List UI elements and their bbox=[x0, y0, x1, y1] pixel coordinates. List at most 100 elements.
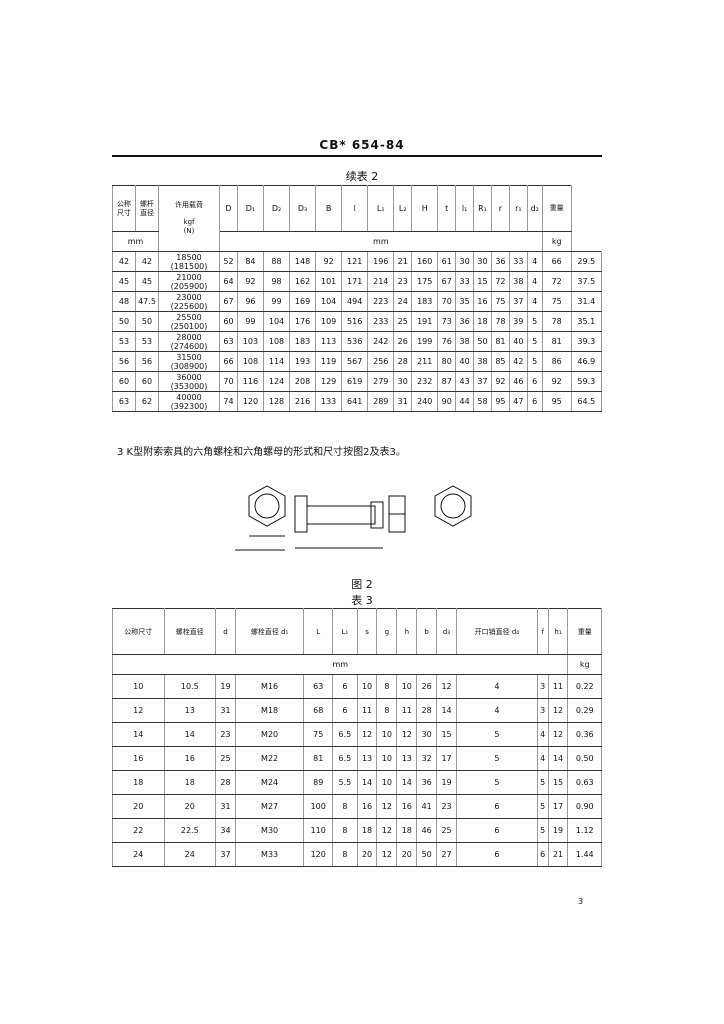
table-cell: 31 bbox=[215, 698, 236, 723]
table-cell: 38 bbox=[508, 271, 528, 292]
table-cell: 75 bbox=[303, 722, 334, 747]
table-cell: 10 bbox=[376, 770, 398, 795]
table-cell: 92 bbox=[541, 371, 572, 392]
table-cell: 87 bbox=[437, 371, 457, 392]
table-cell: 4 bbox=[526, 291, 543, 312]
t3-col-head: h bbox=[396, 608, 418, 655]
table-cell: 176 bbox=[289, 311, 317, 332]
table-cell: 6 bbox=[332, 674, 358, 699]
table-cell: 16 bbox=[163, 746, 217, 771]
table-cell: 37.5 bbox=[570, 271, 603, 292]
table-cell: 8 bbox=[332, 842, 358, 867]
table-cell: 0.50 bbox=[567, 746, 602, 771]
table-cell: 39 bbox=[508, 311, 528, 332]
load-n: (205900) bbox=[170, 281, 208, 291]
load-n: (392300) bbox=[170, 401, 208, 411]
table-cell: 6 bbox=[455, 842, 538, 867]
table-cell: 24 bbox=[393, 291, 413, 312]
table-cell: M27 bbox=[234, 794, 305, 819]
table-cell: 14 bbox=[436, 698, 457, 723]
hex-head-view bbox=[248, 485, 286, 527]
table-cell: 67 bbox=[437, 271, 457, 292]
table-cell: 50 bbox=[112, 311, 136, 332]
table-cell: 3 bbox=[536, 698, 549, 723]
table-cell: 183 bbox=[411, 291, 439, 312]
table-cell: 92 bbox=[490, 371, 510, 392]
table-cell: 89 bbox=[303, 770, 334, 795]
table-cell: 14 bbox=[163, 722, 217, 747]
table-cell: 148 bbox=[289, 251, 317, 272]
table-cell: 5 bbox=[455, 746, 538, 771]
table-cell: 12 bbox=[376, 842, 398, 867]
table-cell: M18 bbox=[234, 698, 305, 723]
table-cell: 70 bbox=[437, 291, 457, 312]
table-cell: 37 bbox=[215, 842, 236, 867]
table-cell: 36 bbox=[455, 311, 475, 332]
t3-unit-mm: mm bbox=[111, 654, 569, 675]
table-cell: 47.5 bbox=[135, 291, 159, 312]
table-cell: 183 bbox=[289, 331, 317, 352]
table-cell: 14 bbox=[396, 770, 418, 795]
table-cell: 199 bbox=[411, 331, 439, 352]
table-cell: 78 bbox=[490, 311, 510, 332]
table-cell: 30 bbox=[455, 251, 475, 272]
table-cell: 28000(274600) bbox=[158, 331, 220, 352]
table-cell: 81 bbox=[490, 331, 510, 352]
load-n: (250100) bbox=[170, 321, 208, 331]
t3-col-head: L₁ bbox=[332, 608, 358, 655]
table-cell: M16 bbox=[234, 674, 305, 699]
table-cell: 18 bbox=[163, 770, 217, 795]
table-cell: 5 bbox=[455, 722, 538, 747]
t2-col-head: D₂ bbox=[262, 185, 291, 232]
table-cell: 85 bbox=[490, 351, 510, 372]
table-cell: 19 bbox=[436, 770, 457, 795]
table-cell: 75 bbox=[490, 291, 510, 312]
table-cell: 12 bbox=[547, 722, 569, 747]
table-cell: 133 bbox=[315, 391, 343, 412]
load-kgf: 40000 bbox=[176, 392, 202, 402]
table-cell: 81 bbox=[541, 331, 572, 352]
table-cell: 4 bbox=[455, 698, 538, 723]
t3-col-head: s bbox=[356, 608, 378, 655]
table-cell: 6 bbox=[455, 818, 538, 843]
table-cell: M20 bbox=[234, 722, 305, 747]
t3-col-head: h₁ bbox=[547, 608, 569, 655]
table-cell: 128 bbox=[262, 391, 291, 412]
table-cell: 75 bbox=[541, 291, 572, 312]
table-cell: 10 bbox=[356, 674, 378, 699]
table-cell: 12 bbox=[547, 698, 569, 723]
table-cell: 99 bbox=[262, 291, 291, 312]
table-cell: 66 bbox=[219, 351, 238, 372]
table-cell: 12 bbox=[396, 722, 418, 747]
table-cell: M33 bbox=[234, 842, 305, 867]
table-cell: 8 bbox=[376, 674, 398, 699]
table-cell: 160 bbox=[411, 251, 439, 272]
table-cell: 8 bbox=[332, 794, 358, 819]
table-cell: 5 bbox=[526, 351, 543, 372]
table-cell: 214 bbox=[367, 271, 395, 292]
nut-front-view bbox=[434, 485, 472, 527]
table-cell: 103 bbox=[236, 331, 264, 352]
load-kgf: 21000 bbox=[176, 272, 202, 282]
table-cell: 39.3 bbox=[570, 331, 603, 352]
table-cell: 5 bbox=[536, 794, 549, 819]
table-cell: 6.5 bbox=[332, 722, 358, 747]
table-cell: 5 bbox=[536, 770, 549, 795]
table2-caption: 续表 2 bbox=[345, 170, 379, 183]
table-cell: 36000(353000) bbox=[158, 371, 220, 392]
table-cell: 208 bbox=[289, 371, 317, 392]
t2-head-load: 许用载荷 kgf (N) bbox=[158, 185, 220, 252]
table-cell: 23000(225600) bbox=[158, 291, 220, 312]
table-cell: 35.1 bbox=[570, 311, 603, 332]
table-cell: 124 bbox=[262, 371, 291, 392]
t2-head-nominal: 公称尺寸 bbox=[112, 185, 136, 232]
t2-col-head: D bbox=[219, 185, 238, 232]
t3-unit-kg: kg bbox=[567, 654, 602, 675]
table-cell: 21 bbox=[393, 251, 413, 272]
t2-col-head: D₃ bbox=[289, 185, 317, 232]
table-cell: 101 bbox=[315, 271, 343, 292]
